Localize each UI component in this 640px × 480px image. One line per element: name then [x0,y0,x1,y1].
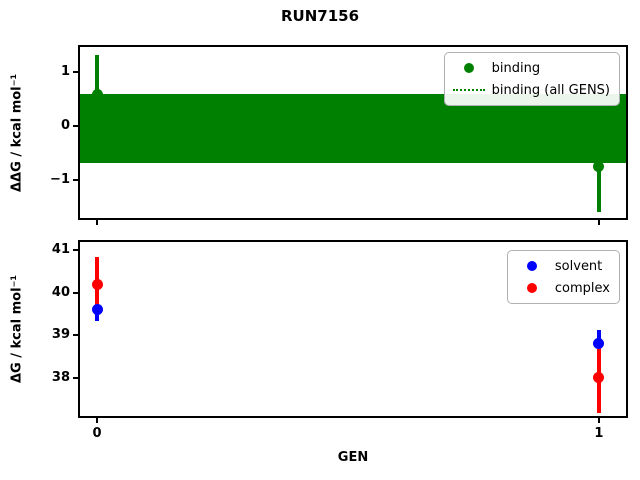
data-point-solvent [593,338,605,350]
dg-axes: solvent complex [78,240,628,418]
y-tick-label: 41 [51,242,70,258]
legend-item-complex: complex [515,277,610,299]
x-tick-mark [96,220,99,225]
figure-title: RUN7156 [280,7,360,25]
dotted-line-icon [452,89,486,91]
data-point-solvent [91,304,103,316]
dg-y-axis-label: ΔG / kcal mol⁻¹ [9,274,25,384]
x-tick-mark [96,418,99,423]
data-point-complex [593,372,605,384]
y-tick-label: 1 [60,63,70,79]
x-tick-label: 1 [594,426,604,441]
y-tick-label: 40 [51,284,70,300]
binding-dot-icon [452,63,486,73]
data-point-complex [91,278,103,290]
y-tick-label: 0 [60,117,70,133]
y-tick-mark [73,178,78,181]
binding-axes: binding binding (all GENS) [78,45,628,220]
data-point-binding [593,160,605,172]
y-tick-label: 39 [51,327,70,343]
y-tick-label: 38 [51,369,70,385]
binding-y-axis-label: ΔΔG / kcal mol⁻¹ [9,73,25,192]
data-point-binding [91,88,103,100]
complex-dot-icon [515,283,549,293]
solvent-dot-icon [515,261,549,271]
x-axis-label: GEN [337,450,369,465]
y-tick-mark [73,124,78,127]
y-tick-mark [73,249,78,252]
legend-item-solvent: solvent [515,255,610,277]
x-tick-mark [597,220,600,225]
binding-legend: binding binding (all GENS) [443,52,620,106]
legend-label: solvent [554,258,603,274]
legend-label: complex [554,280,610,296]
y-tick-label: −1 [50,171,70,187]
legend-item-binding-all-gens: binding (all GENS) [452,79,610,101]
legend-item-binding: binding [452,57,610,79]
legend-label: binding (all GENS) [491,82,610,98]
y-tick-mark [73,70,78,73]
y-tick-mark [73,376,78,379]
legend-label: binding [491,60,541,76]
y-tick-mark [73,291,78,294]
x-tick-mark [597,418,600,423]
x-tick-label: 0 [92,426,102,441]
dg-legend: solvent complex [506,250,620,304]
y-tick-mark [73,334,78,337]
